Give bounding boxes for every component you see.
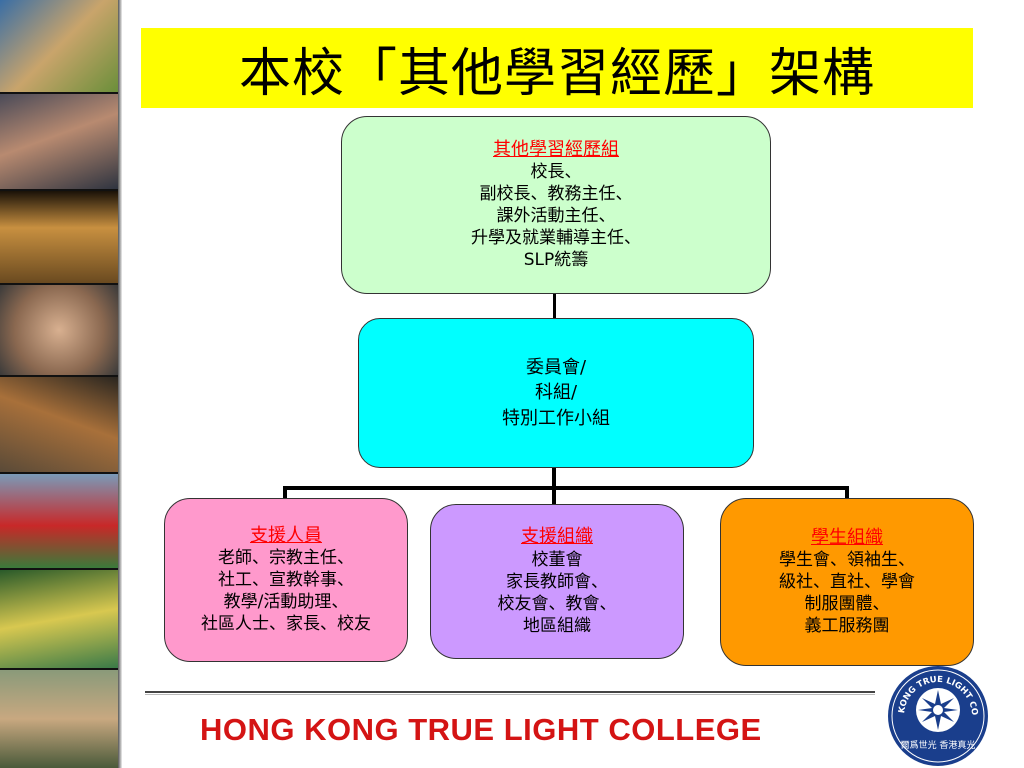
connector-to-right-box	[845, 486, 849, 498]
photo-team-group	[0, 670, 118, 768]
college-logo: HONG KONG TRUE LIGHT COLLEGE 爾爲世光 香港真光	[882, 660, 988, 766]
connector-middle-down	[552, 468, 556, 488]
node-line: 家長教師會、	[506, 571, 608, 592]
logo-star-center	[933, 705, 943, 715]
photo-group-gathering	[0, 94, 118, 191]
node-line: 升學及就業輔導主任、	[471, 228, 641, 249]
photo-classroom	[0, 0, 118, 94]
node-heading: 學生組織	[811, 526, 883, 548]
node-line: 校長、	[530, 162, 582, 183]
node-line: 社工、宣教幹事、	[218, 570, 354, 591]
footer-divider	[145, 691, 875, 693]
node-committees-departments: 委員會/ 科組/ 特別工作小組	[358, 318, 754, 468]
node-line: SLP統籌	[523, 250, 589, 271]
node-line: 義工服務團	[804, 616, 890, 637]
node-line: 委員會/	[525, 357, 587, 379]
logo-motto: 爾爲世光 香港真光	[901, 739, 976, 751]
connector-to-center-box	[552, 486, 556, 504]
node-support-staff: 支援人員 老師、宗教主任、 社工、宣教幹事、 教學/活動助理、 社區人士、家長、…	[164, 498, 408, 662]
connector-to-left-box	[283, 486, 287, 498]
node-line: 校董會	[531, 549, 583, 570]
node-line: 教學/活動助理、	[223, 592, 349, 613]
photo-stage-performance	[0, 191, 118, 285]
photo-sports-parade	[0, 474, 118, 570]
college-name: HONG KONG TRUE LIGHT COLLEGE	[200, 712, 762, 747]
node-line: 級社、直社、學會	[779, 572, 915, 593]
title-banner: 本校「其他學習經歷」架構	[141, 28, 973, 108]
node-line: 校友會、教會、	[497, 593, 617, 614]
photo-strip-edge	[118, 0, 122, 768]
node-line: 學生會、領袖生、	[779, 550, 915, 571]
node-line: 老師、宗教主任、	[218, 548, 354, 569]
page-title: 本校「其他學習經歷」架構	[238, 43, 875, 104]
connector-top-to-middle	[553, 294, 556, 318]
photo-students-circle	[0, 285, 118, 377]
node-line: 特別工作小組	[502, 407, 610, 429]
node-other-learning-committee: 其他學習經歷組 校長、 副校長、教務主任、 課外活動主任、 升學及就業輔導主任、…	[341, 116, 771, 294]
node-heading: 支援組織	[521, 526, 593, 548]
node-heading: 支援人員	[250, 524, 322, 546]
node-support-organizations: 支援組織 校董會 家長教師會、 校友會、教會、 地區組織	[430, 504, 684, 659]
connector-horizontal-bar	[283, 486, 849, 490]
logo-ring-line	[891, 669, 985, 763]
node-line: 地區組織	[523, 615, 591, 636]
footer-divider-shadow	[145, 694, 875, 695]
node-student-organizations: 學生組織 學生會、領袖生、 級社、直社、學會 制服團體、 義工服務團	[720, 498, 974, 666]
photo-collage-strip	[0, 0, 122, 768]
node-line: 制服團體、	[804, 594, 890, 615]
node-line: 科組/	[534, 382, 578, 404]
node-line: 副校長、教務主任、	[479, 184, 633, 205]
node-line: 社區人士、家長、校友	[201, 614, 371, 635]
photo-climbing-wall	[0, 377, 118, 474]
photo-outdoor-game	[0, 570, 118, 670]
node-heading: 其他學習經歷組	[493, 138, 619, 160]
node-line: 課外活動主任、	[496, 206, 616, 227]
